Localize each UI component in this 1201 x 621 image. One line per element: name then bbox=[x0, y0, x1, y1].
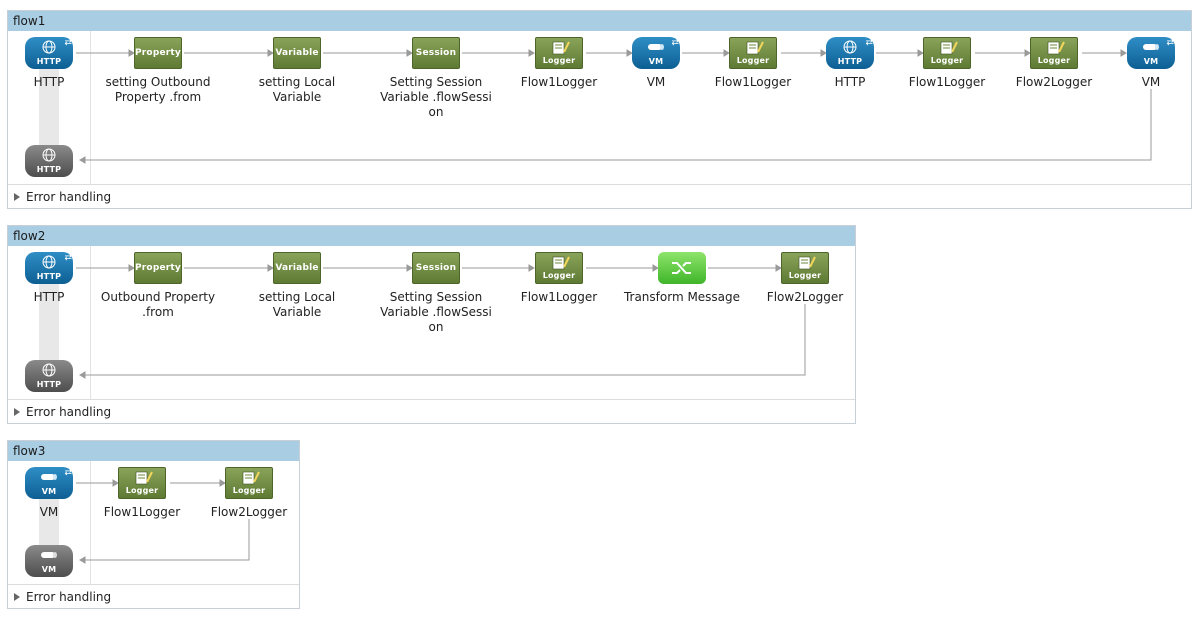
logger-icon[interactable]: Logger bbox=[535, 37, 583, 69]
flow3-step-label: Flow1Logger bbox=[103, 505, 181, 519]
vm-connector-icon[interactable]: ⇄ VM bbox=[1127, 37, 1175, 69]
expand-triangle-icon[interactable] bbox=[14, 408, 20, 416]
flow1-step-label: Flow1Logger bbox=[520, 75, 598, 89]
vm-connector-icon[interactable]: ⇄ VM bbox=[25, 467, 73, 499]
exchange-pattern-icon: ⇄ bbox=[865, 38, 873, 48]
flow1-step-label: Flow1Logger bbox=[714, 75, 792, 89]
flow2-step-label: Outbound Property .from bbox=[100, 290, 216, 319]
flow2-connectors bbox=[76, 264, 806, 379]
flow1-source-column bbox=[8, 31, 91, 184]
flow2-step-label: Flow1Logger bbox=[520, 290, 598, 304]
session-icon[interactable]: Session bbox=[412, 37, 460, 69]
flow1-step-label: setting Outbound Property .from bbox=[105, 75, 211, 104]
flow1-container: flow1 ⇄ HTTP HTTP HTTP bbox=[7, 10, 1192, 209]
flow1-step-label: setting Local Variable bbox=[258, 75, 336, 104]
flow1-title[interactable]: flow1 bbox=[8, 11, 1191, 31]
flow2-step-label: setting Local Variable bbox=[258, 290, 336, 319]
logger-icon[interactable]: Logger bbox=[118, 467, 166, 499]
exchange-pattern-icon: ⇄ bbox=[64, 253, 72, 263]
flow3-source-column bbox=[8, 461, 91, 584]
vm-response-icon[interactable]: VM bbox=[25, 545, 73, 577]
logger-icon[interactable]: Logger bbox=[923, 37, 971, 69]
flow1-step-label: HTTP bbox=[834, 75, 866, 89]
property-icon[interactable]: Property bbox=[134, 37, 182, 69]
flow2-container: flow2 ⇄ HTTP HTTP HTTP Property Outbound… bbox=[7, 225, 856, 424]
flow2-title[interactable]: flow2 bbox=[8, 226, 855, 246]
flow2-source-label: HTTP bbox=[33, 290, 65, 304]
flow1-step-label: VM bbox=[646, 75, 666, 89]
flow3-error-handling[interactable]: Error handling bbox=[8, 584, 299, 608]
flow2-step-label: Transform Message bbox=[623, 290, 741, 304]
http-connector-icon[interactable]: ⇄ HTTP bbox=[826, 37, 874, 69]
flow2-source-lane bbox=[39, 278, 59, 378]
flow3-title[interactable]: flow3 bbox=[8, 441, 299, 461]
exchange-pattern-icon: ⇄ bbox=[64, 468, 72, 478]
property-icon[interactable]: Property bbox=[134, 252, 182, 284]
exchange-pattern-icon: ⇄ bbox=[1166, 38, 1174, 48]
logger-icon[interactable]: Logger bbox=[1030, 37, 1078, 69]
logger-icon[interactable]: Logger bbox=[729, 37, 777, 69]
logger-icon[interactable]: Logger bbox=[535, 252, 583, 284]
expand-triangle-icon[interactable] bbox=[14, 593, 20, 601]
flow1-step-label: Setting Session Variable .flowSessi on bbox=[380, 75, 492, 119]
session-icon[interactable]: Session bbox=[412, 252, 460, 284]
flow3-container: flow3 ⇄ VM VM VM Logger Flow1Logger bbox=[7, 440, 300, 609]
flow1-step-label: Flow1Logger bbox=[908, 75, 986, 89]
http-response-icon[interactable]: HTTP bbox=[25, 145, 73, 177]
flow2-source-column bbox=[8, 246, 91, 399]
transform-message-icon[interactable] bbox=[658, 252, 706, 284]
flow1-source-lane bbox=[39, 63, 59, 163]
http-connector-icon[interactable]: ⇄ HTTP bbox=[25, 37, 73, 69]
flow1-connectors bbox=[76, 49, 1152, 164]
flow1-error-handling[interactable]: Error handling bbox=[8, 184, 1191, 208]
variable-icon[interactable]: Variable bbox=[273, 252, 321, 284]
flow2-step-label: Setting Session Variable .flowSessi on bbox=[380, 290, 492, 334]
logger-icon[interactable]: Logger bbox=[225, 467, 273, 499]
flow2-step-label: Flow2Logger bbox=[766, 290, 844, 304]
expand-triangle-icon[interactable] bbox=[14, 193, 20, 201]
logger-icon[interactable]: Logger bbox=[781, 252, 829, 284]
flow1-step-label: VM bbox=[1141, 75, 1161, 89]
flow2-error-handling[interactable]: Error handling bbox=[8, 399, 855, 423]
http-connector-icon[interactable]: ⇄ HTTP bbox=[25, 252, 73, 284]
flow1-step-label: Flow2Logger bbox=[1015, 75, 1093, 89]
flow3-connectors bbox=[76, 479, 250, 564]
flow3-step-label: Flow2Logger bbox=[210, 505, 288, 519]
exchange-pattern-icon: ⇄ bbox=[671, 38, 679, 48]
exchange-pattern-icon: ⇄ bbox=[64, 38, 72, 48]
http-response-icon[interactable]: HTTP bbox=[25, 360, 73, 392]
variable-icon[interactable]: Variable bbox=[273, 37, 321, 69]
vm-connector-icon[interactable]: ⇄ VM bbox=[632, 37, 680, 69]
flow3-source-label: VM bbox=[39, 505, 59, 519]
flow1-source-label: HTTP bbox=[33, 75, 65, 89]
